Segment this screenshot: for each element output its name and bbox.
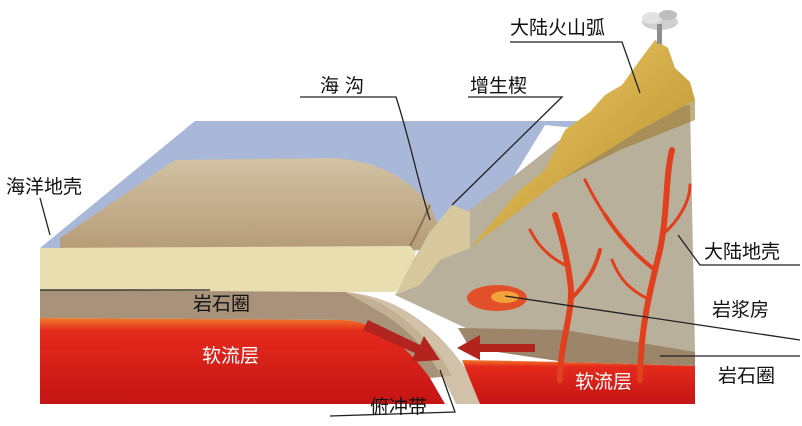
- eruption-plume: [642, 10, 678, 44]
- label-continental-crust: 大陆地壳: [704, 241, 780, 263]
- label-volcanic-arc: 大陆火山弧: [510, 17, 605, 39]
- label-accretionary-wedge: 增生楔: [470, 75, 527, 97]
- label-lithosphere-right: 岩石圈: [718, 365, 775, 387]
- label-asthenosphere-right: 软流层: [575, 371, 632, 393]
- seafloor-surface: [60, 158, 440, 252]
- label-lithosphere-left: 岩石圈: [193, 293, 250, 315]
- label-asthenosphere-left: 软流层: [202, 345, 259, 367]
- label-trench: 海 沟: [320, 75, 364, 97]
- oceanic-crust-band: [40, 246, 415, 292]
- label-subduction-zone: 俯冲带: [370, 396, 427, 418]
- label-magma-chamber: 岩浆房: [712, 299, 769, 321]
- label-oceanic-crust: 海洋地壳: [6, 176, 82, 198]
